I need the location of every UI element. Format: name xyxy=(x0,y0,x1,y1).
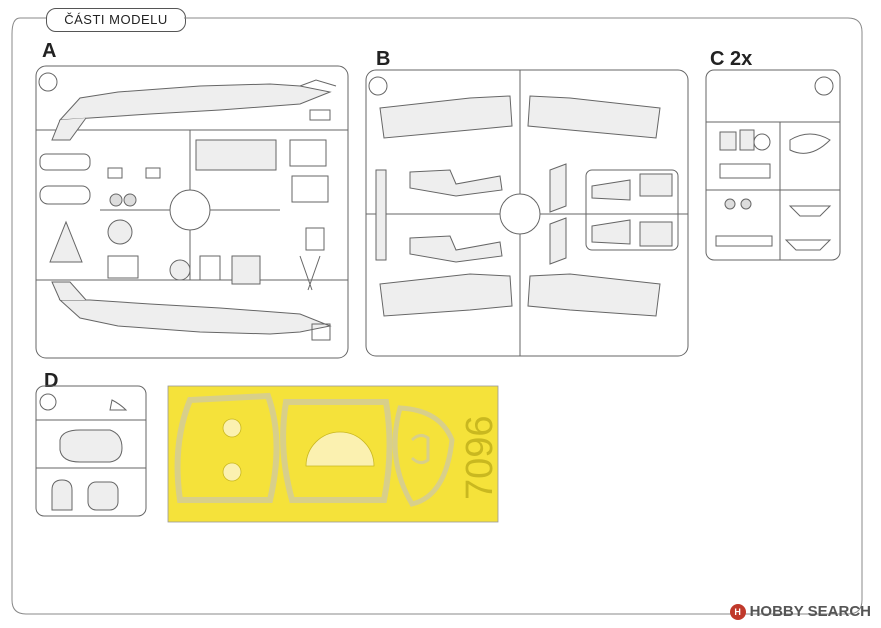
section-title: ČÁSTI MODELU xyxy=(46,8,186,32)
watermark: H HOBBY SEARCH xyxy=(729,603,871,620)
sprue-c xyxy=(705,69,841,261)
sprue-a-letter: A xyxy=(42,40,57,62)
mask-code: 7096 xyxy=(459,415,501,501)
sprue-d xyxy=(35,385,147,517)
sprue-a xyxy=(35,65,349,359)
sprue-b xyxy=(365,69,689,357)
sprue-c-letter: C 2x xyxy=(710,48,753,70)
watermark-text: HOBBY SEARCH xyxy=(749,603,871,620)
canopy-mask xyxy=(167,385,499,523)
hobby-search-logo-icon: H xyxy=(729,603,746,620)
outer-frame xyxy=(11,17,863,615)
sprue-b-letter: B xyxy=(376,48,391,70)
